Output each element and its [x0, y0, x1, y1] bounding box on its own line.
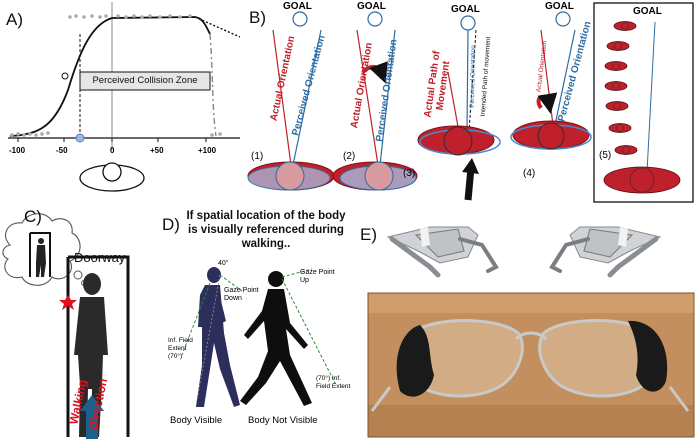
panel-d-label: D) [162, 215, 180, 234]
panel-e-label: E) [360, 225, 377, 244]
gaze-up-label: Gaze Point Up [300, 269, 335, 284]
angle-label: 40° [218, 260, 229, 267]
step-4-label: (4) [523, 168, 536, 179]
step-5-label: (5) [599, 150, 612, 161]
tick-label-neg50: -50 [56, 146, 68, 155]
step-1-label: (1) [251, 151, 264, 162]
panel-c: C) Doorway Walking Direction [0, 205, 160, 440]
tick-label-zero: 0 [110, 146, 115, 155]
panel-e: E) [360, 205, 696, 440]
panel-c-label: C) [24, 207, 42, 226]
panel-a: A) Perceived Col [0, 0, 245, 205]
panel-b-label: B) [249, 8, 266, 27]
field-extent-right: (70°) Inf. Field Extent [316, 375, 351, 390]
collision-curve-plot [8, 2, 241, 192]
glasses-model-left [386, 226, 499, 278]
panel-d-headline: If spatial location of the body is visua… [186, 210, 346, 250]
gaze-down-label: Gaze Point Down [224, 287, 259, 302]
tick-label-pos100: +100 [198, 146, 217, 155]
panel-b: B) [245, 0, 696, 205]
glasses-photo [367, 292, 695, 438]
orientation-diagram [247, 2, 694, 203]
field-extent-left: Inf. Field Extent (70°) [168, 337, 193, 360]
caption-body-visible: Body Visible [170, 415, 223, 426]
doorway-scene [2, 213, 130, 439]
goal-label-3: GOAL [451, 4, 480, 15]
goal-label-4: GOAL [545, 1, 574, 12]
step-2-label: (2) [343, 151, 356, 162]
tick-label-neg100: -100 [9, 146, 26, 155]
goal-label-1: GOAL [283, 1, 312, 12]
goal-label-5: GOAL [633, 6, 662, 17]
glasses-models [367, 226, 695, 438]
tick-label-pos50: +50 [150, 146, 164, 155]
glasses-model-right [549, 226, 662, 278]
step-3-label: (3) [403, 168, 416, 179]
collision-zone-label: Perceived Collision Zone [92, 75, 198, 86]
goal-label-2: GOAL [357, 1, 386, 12]
walking-figures [181, 267, 337, 407]
panel-d: D) If spatial location of the body is vi… [160, 205, 360, 440]
caption-body-not-visible: Body Not Visible [248, 415, 318, 426]
panel-a-label: A) [6, 10, 23, 29]
doorway-label: Doorway [74, 250, 126, 265]
